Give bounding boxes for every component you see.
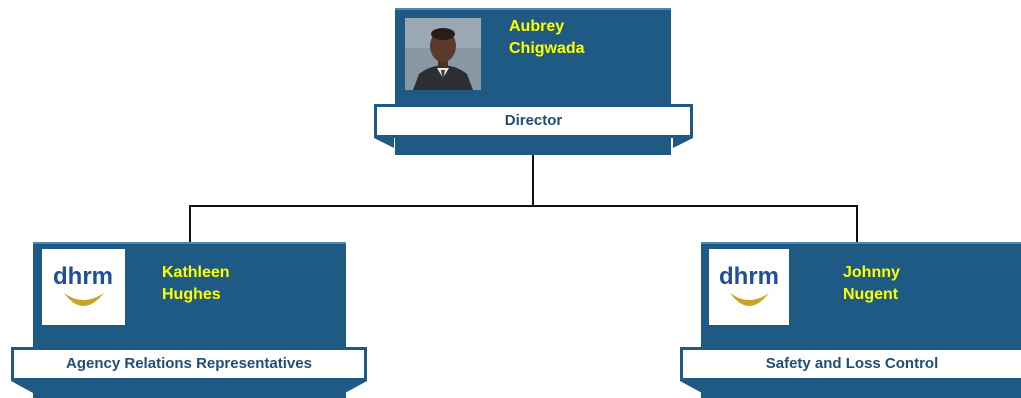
- person-name: Kathleen Hughes: [162, 262, 230, 306]
- role-title: Safety and Loss Control: [680, 347, 1021, 381]
- portrait-photo: [405, 18, 481, 90]
- dhrm-logo: dhrm: [42, 249, 125, 325]
- dhrm-logo-icon: dhrm: [42, 249, 125, 325]
- person-name-line1: Kathleen: [162, 264, 230, 281]
- person-portrait-icon: [405, 18, 481, 90]
- connector-director-down: [532, 153, 534, 206]
- connector-to-left-node: [189, 205, 191, 242]
- person-name-line1: Johnny Nugent: [843, 264, 900, 303]
- role-title: Director: [374, 104, 693, 138]
- connector-to-right-node: [856, 205, 858, 242]
- connector-horizontal: [189, 205, 858, 207]
- person-name-line2: Hughes: [162, 286, 221, 303]
- role-title: Agency Relations Representatives: [11, 347, 367, 381]
- logo-text: dhrm: [719, 263, 779, 290]
- person-name-line1: Aubrey: [509, 18, 565, 35]
- dhrm-logo-icon: dhrm: [709, 249, 789, 325]
- ribbon-fold-left: [680, 381, 702, 393]
- person-name-line2: Chigwada: [509, 40, 585, 57]
- ribbon-fold-left: [374, 138, 394, 148]
- ribbon-fold-right: [345, 381, 367, 393]
- person-name: Aubrey Chigwada: [509, 16, 585, 60]
- logo-text: dhrm: [53, 263, 113, 290]
- ribbon-fold-left: [11, 381, 33, 393]
- dhrm-logo: dhrm: [709, 249, 789, 325]
- person-name: Johnny Nugent: [843, 262, 900, 306]
- ribbon-fold-right: [673, 138, 693, 148]
